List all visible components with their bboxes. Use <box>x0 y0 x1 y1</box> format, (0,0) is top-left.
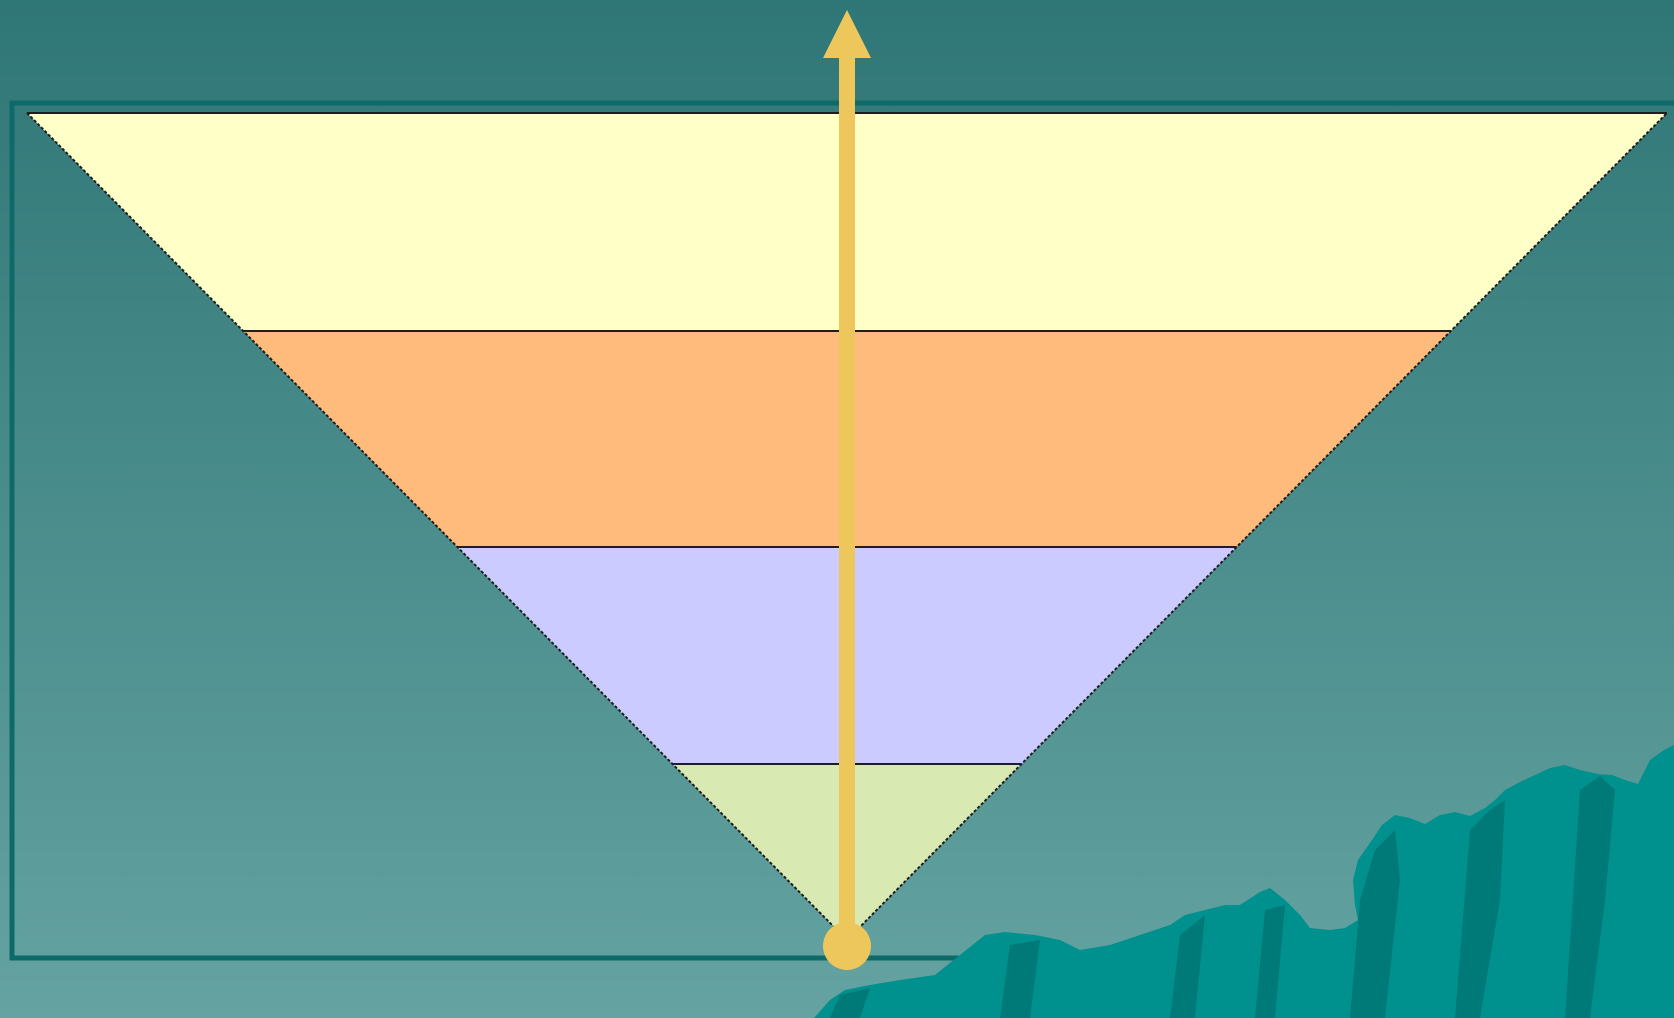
arrow-shaft <box>839 55 855 940</box>
arrow-origin-dot <box>823 922 871 970</box>
